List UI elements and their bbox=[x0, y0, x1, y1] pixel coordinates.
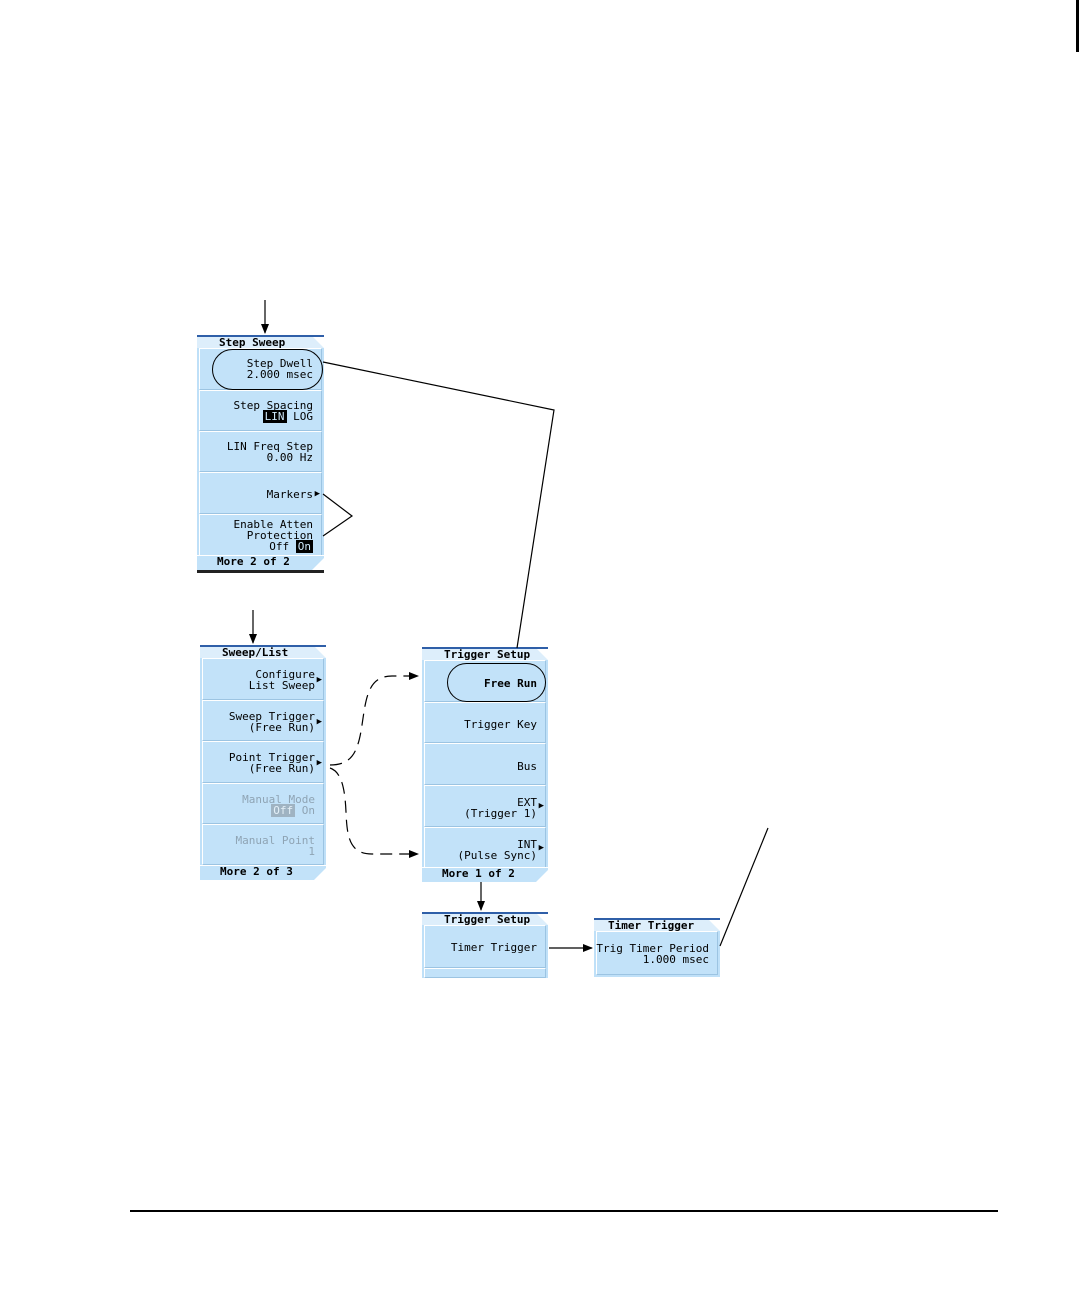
softkey-label: Trig Timer Period bbox=[596, 942, 709, 955]
option: Off bbox=[269, 540, 290, 553]
step-dwell-callout-oval bbox=[212, 349, 323, 390]
manual-mode-softkey[interactable]: Manual Mode Off On bbox=[202, 783, 324, 824]
timer-trigger-menu: Timer Trigger Trig Timer Period 1.000 ms… bbox=[594, 918, 720, 977]
softkey-label: Protection bbox=[246, 529, 313, 542]
panel-bottom-bar bbox=[197, 570, 324, 573]
more-softkey[interactable]: More 1 of 2 bbox=[422, 867, 548, 882]
softkey-value: (Free Run) bbox=[248, 762, 315, 775]
softkey-label: Trigger Key bbox=[464, 718, 537, 731]
free-run-callout-oval bbox=[447, 663, 546, 702]
softkey-label: INT bbox=[517, 838, 537, 851]
softkey-label: Enable Atten bbox=[233, 518, 313, 531]
option-selected: LIN bbox=[262, 410, 287, 423]
timer-trigger-softkey[interactable]: Timer Trigger bbox=[424, 925, 546, 968]
dashed-arrow-to-int bbox=[329, 767, 419, 858]
lin-freq-step-softkey[interactable]: LIN Freq Step 0.00 Hz bbox=[199, 431, 322, 472]
callout-leader-timer-period bbox=[719, 827, 769, 947]
footer-rule bbox=[130, 1210, 998, 1212]
bus-softkey[interactable]: Bus bbox=[424, 743, 546, 785]
softkey-value: 0.00 Hz bbox=[266, 451, 313, 464]
submenu-arrow-icon: ▶ bbox=[314, 489, 320, 499]
menu-title: Step Sweep bbox=[197, 335, 324, 348]
step-spacing-softkey[interactable]: Step Spacing LIN LOG bbox=[199, 390, 322, 431]
dashed-arrow-to-free-run bbox=[329, 672, 419, 766]
option: On bbox=[301, 804, 315, 817]
sweep-list-menu: Sweep/List Configure List Sweep ▶ Sweep … bbox=[200, 645, 326, 880]
trigger-key-softkey[interactable]: Trigger Key bbox=[424, 702, 546, 743]
manual-point-softkey[interactable]: Manual Point 1 bbox=[202, 824, 324, 865]
callout-leader-step-dwell bbox=[322, 361, 555, 649]
point-trigger-softkey[interactable]: Point Trigger (Free Run) ▶ bbox=[202, 741, 324, 783]
softkey-value: 1 bbox=[308, 845, 315, 858]
menu-title: Sweep/List bbox=[200, 645, 326, 658]
softkey-value: (Trigger 1) bbox=[464, 807, 537, 820]
option-selected: On bbox=[295, 540, 313, 553]
softkey-label: List Sweep bbox=[248, 679, 315, 692]
softkey-label: Timer Trigger bbox=[450, 941, 537, 954]
ext-trigger-softkey[interactable]: EXT (Trigger 1) ▶ bbox=[424, 785, 546, 827]
submenu-arrow-icon: ▶ bbox=[538, 843, 544, 853]
submenu-arrow-icon: ▶ bbox=[316, 675, 322, 685]
option: LOG bbox=[293, 410, 313, 423]
submenu-arrow-icon: ▶ bbox=[538, 801, 544, 811]
softkey-label: Sweep Trigger bbox=[228, 710, 315, 723]
menu-title: Timer Trigger bbox=[594, 918, 720, 931]
softkey-value: 2.000 msec bbox=[246, 368, 313, 381]
option-selected: Off bbox=[271, 804, 296, 817]
more-softkey[interactable]: More 2 of 3 bbox=[200, 865, 326, 880]
softkey-value: 1.000 msec bbox=[642, 953, 709, 966]
submenu-arrow-icon: ▶ bbox=[316, 717, 322, 727]
trig-timer-period-softkey[interactable]: Trig Timer Period 1.000 msec bbox=[596, 931, 718, 975]
softkey-label: LIN Freq Step bbox=[226, 440, 313, 453]
softkey-partial[interactable] bbox=[424, 968, 546, 978]
softkey-label: Point Trigger bbox=[228, 751, 315, 764]
softkey-label: Configure bbox=[255, 668, 315, 681]
page-edge-rule bbox=[1076, 0, 1079, 52]
submenu-arrow-icon: ▶ bbox=[316, 758, 322, 768]
softkey-label: Free Run bbox=[484, 677, 537, 690]
trigger-setup-menu-page2: Trigger Setup Timer Trigger bbox=[422, 912, 548, 978]
softkey-value: (Free Run) bbox=[248, 721, 315, 734]
softkey-label: Step Spacing bbox=[233, 399, 313, 412]
softkey-options: Off On bbox=[269, 540, 313, 553]
step-sweep-menu: Step Sweep Step Dwell 2.000 msec Step Sp… bbox=[197, 335, 324, 573]
softkey-options: LIN LOG bbox=[262, 410, 313, 423]
menu-title: Trigger Setup bbox=[422, 647, 548, 660]
softkey-options: Off On bbox=[271, 804, 315, 817]
softkey-label: Manual Mode bbox=[242, 793, 315, 806]
markers-softkey[interactable]: Markers ▶ bbox=[199, 472, 322, 514]
softkey-label: Manual Point bbox=[235, 834, 315, 847]
configure-list-sweep-softkey[interactable]: Configure List Sweep ▶ bbox=[202, 658, 324, 700]
softkey-label: Bus bbox=[517, 760, 537, 773]
softkey-label: Step Dwell bbox=[246, 357, 313, 370]
sweep-trigger-softkey[interactable]: Sweep Trigger (Free Run) ▶ bbox=[202, 700, 324, 741]
enable-atten-protection-softkey[interactable]: Enable Atten Protection Off On bbox=[199, 514, 322, 556]
softkey-label: Markers bbox=[266, 488, 313, 501]
softkey-label: EXT bbox=[517, 796, 537, 809]
callout-leader-markers bbox=[322, 493, 354, 537]
more-softkey[interactable]: More 2 of 2 bbox=[197, 555, 324, 570]
softkey-value: (Pulse Sync) bbox=[457, 849, 537, 862]
menu-title: Trigger Setup bbox=[422, 912, 548, 925]
